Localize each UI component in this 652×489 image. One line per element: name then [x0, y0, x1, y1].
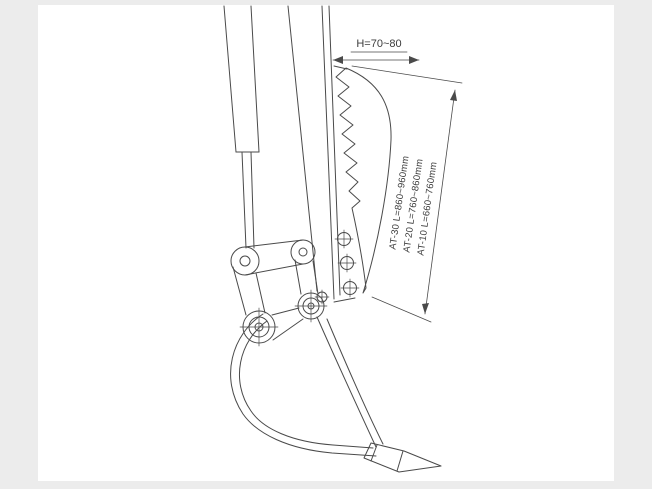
- piston-rod-right: [250, 151, 255, 249]
- length-extension-line-top: [351, 65, 463, 84]
- thumb-serrated-profile: [335, 67, 392, 294]
- link-pin-inner: [298, 247, 308, 257]
- bolt-hole-3-cross: [340, 278, 360, 298]
- height-dimension-label: H=70~80: [356, 38, 401, 50]
- stick-right-edge: [328, 5, 341, 296]
- bolt-hole-4-cross: [314, 289, 330, 305]
- excavator-arm: [287, 5, 356, 303]
- hydraulic-cylinder: [223, 5, 260, 249]
- rod-pin-inner: [239, 255, 251, 267]
- side-link-right-2: [312, 260, 319, 295]
- length-arrow-top: [450, 90, 457, 101]
- arm-diagonal-edge: [287, 5, 318, 292]
- link-pivot-crosshair: [294, 289, 328, 323]
- side-link-left-1: [232, 266, 247, 316]
- bolt-hole-1-cross: [334, 229, 354, 249]
- side-link-right-1: [294, 259, 302, 295]
- bracket-bottom-line: [333, 297, 356, 303]
- thumb-attachment: [314, 67, 392, 305]
- drawing-canvas: [38, 5, 614, 481]
- length-arrow-bottom: [422, 303, 429, 314]
- length-extension-line-bottom: [371, 296, 432, 323]
- bucket-shell-outer: [230, 313, 377, 457]
- length-dimension-line: [424, 89, 456, 315]
- side-link-left-2: [255, 272, 266, 314]
- h-link-bottom: [244, 263, 304, 276]
- bucket-tooth: [363, 442, 442, 473]
- dimension-annotations: [332, 51, 463, 323]
- rod-pin-outer: [230, 246, 260, 276]
- tooth-adapter-line-1: [396, 450, 404, 472]
- bolt-hole-2-cross: [337, 253, 357, 273]
- height-arrow-right: [409, 56, 419, 64]
- h-link-top: [244, 239, 304, 248]
- bucket-front-edge-2: [326, 318, 384, 445]
- bucket-front-edge-1: [316, 316, 377, 448]
- height-arrow-left: [333, 56, 343, 64]
- bucket-shell-inner: [238, 320, 374, 449]
- stick-left-edge: [321, 5, 335, 300]
- bucket: [230, 313, 442, 473]
- tooth-adapter-line-2: [370, 444, 378, 462]
- link-pin-outer: [290, 239, 316, 265]
- bucket-ear-bottom: [272, 318, 304, 341]
- cylinder-right-edge: [250, 5, 260, 153]
- piston-rod-left: [241, 151, 247, 249]
- bucket-ear-top: [271, 307, 300, 316]
- cylinder-left-edge: [223, 5, 237, 153]
